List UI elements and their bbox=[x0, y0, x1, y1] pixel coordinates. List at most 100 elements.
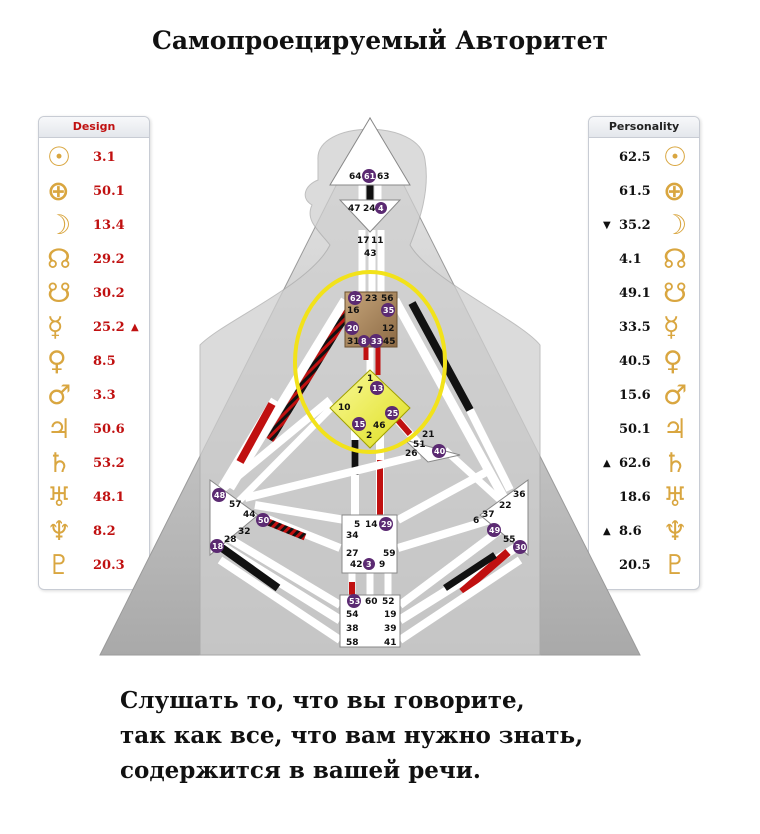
mars-icon: ♂ bbox=[663, 380, 688, 411]
design-value: 13.4 bbox=[93, 218, 125, 233]
mercury-icon: ☿ bbox=[663, 312, 680, 343]
gate-54: 54 bbox=[346, 610, 359, 620]
caption-line-2: так как все, что вам нужно знать, bbox=[120, 722, 584, 749]
personality-row: ☋ 49.1 bbox=[589, 277, 699, 311]
pluto-icon: ♇ bbox=[47, 550, 72, 581]
personality-value: 62.5 bbox=[619, 150, 651, 165]
design-row: ☋ 30.2 bbox=[39, 277, 149, 311]
personality-value: 61.5 bbox=[619, 184, 651, 199]
design-panel: Design ☉3.1⊕50.1☽13.4☊29.2☋30.2☿25.2▲♀8.… bbox=[38, 116, 150, 590]
personality-row: ♀40.5 bbox=[589, 345, 699, 379]
gate-60: 60 bbox=[365, 597, 378, 607]
design-panel-header: Design bbox=[39, 117, 149, 138]
design-row: ♇20.3 bbox=[39, 549, 149, 583]
head-center bbox=[329, 117, 411, 186]
design-value: 48.1 bbox=[93, 490, 125, 505]
gate-3: 3 bbox=[366, 560, 372, 569]
gate-52: 52 bbox=[382, 597, 395, 607]
design-value: 29.2 bbox=[93, 252, 125, 267]
gate-23: 23 bbox=[365, 294, 378, 304]
personality-row: ♂ 15.6 bbox=[589, 379, 699, 413]
gate-19: 19 bbox=[384, 610, 397, 620]
gate-44: 44 bbox=[243, 510, 256, 520]
detriment-triangle-icon: ▼ bbox=[603, 220, 611, 231]
personality-row: ☽35.2▼ bbox=[589, 209, 699, 243]
exalted-triangle-icon: ▲ bbox=[131, 322, 139, 333]
personality-value: 62.6 bbox=[619, 456, 651, 471]
personality-value: 49.1 bbox=[619, 286, 651, 301]
design-row: ♆ 8.2 bbox=[39, 515, 149, 549]
south-node-icon: ☋ bbox=[663, 278, 687, 309]
venus-icon: ♀ bbox=[47, 346, 67, 377]
gate-61: 61 bbox=[364, 172, 376, 181]
gate-56: 56 bbox=[381, 294, 394, 304]
personality-value: 50.1 bbox=[619, 422, 651, 437]
personality-value: 8.6 bbox=[619, 524, 642, 539]
gate-37: 37 bbox=[482, 510, 495, 520]
throat-g-highlight-ring bbox=[293, 270, 447, 454]
gate-10: 10 bbox=[338, 403, 351, 413]
gate-49: 49 bbox=[489, 526, 501, 535]
gate-64: 64 bbox=[349, 172, 362, 182]
gate-59: 59 bbox=[383, 549, 396, 559]
gate-15: 15 bbox=[354, 420, 366, 429]
exalted-triangle-icon: ▲ bbox=[603, 458, 611, 469]
saturn-icon: ♄ bbox=[47, 448, 72, 479]
page-title: Самопроецируемый Авторитет bbox=[151, 26, 609, 55]
gate-63: 63 bbox=[377, 172, 390, 182]
personality-row: ♇20.5 bbox=[589, 549, 699, 583]
gate-46: 46 bbox=[373, 421, 386, 431]
mars-icon: ♂ bbox=[47, 380, 72, 411]
gate-7: 7 bbox=[357, 386, 363, 396]
neptune-icon: ♆ bbox=[663, 516, 688, 547]
gate-53: 53 bbox=[349, 597, 360, 606]
caption: Слушать то, что вы говорите, так как все… bbox=[120, 683, 583, 788]
design-value: 3.3 bbox=[93, 388, 116, 403]
sun-icon: ☉ bbox=[663, 142, 688, 173]
gate-30: 30 bbox=[515, 543, 527, 552]
design-value: 8.2 bbox=[93, 524, 116, 539]
gate-55: 55 bbox=[503, 535, 516, 545]
design-row: ☽ 13.4 bbox=[39, 209, 149, 243]
personality-value: 33.5 bbox=[619, 320, 651, 335]
neptune-icon: ♆ bbox=[47, 516, 72, 547]
personality-value: 35.2 bbox=[619, 218, 651, 233]
gate-48: 48 bbox=[214, 491, 226, 500]
g-center bbox=[329, 369, 411, 449]
personality-row: ☿ 33.5 bbox=[589, 311, 699, 345]
personality-row: ☉ 62.5 bbox=[589, 141, 699, 175]
gate-2: 2 bbox=[366, 431, 372, 441]
gate-28: 28 bbox=[224, 535, 237, 545]
personality-panel: Personality ☉62.5⊕61.5☽35.2▼☊4.1☋49.1☿33… bbox=[588, 116, 700, 590]
gate-32: 32 bbox=[238, 527, 251, 537]
gate-labels: 64 61 63 47 24 4 17 11 43 62 23 56 16 35… bbox=[210, 169, 527, 648]
sun-icon: ☉ bbox=[47, 142, 72, 173]
gate-25: 25 bbox=[387, 409, 399, 418]
south-node-icon: ☋ bbox=[47, 278, 71, 309]
design-row: ♃50.6 bbox=[39, 413, 149, 447]
gate-6: 6 bbox=[473, 516, 479, 526]
personality-value: 18.6 bbox=[619, 490, 651, 505]
personality-value: 4.1 bbox=[619, 252, 642, 267]
design-value: 30.2 bbox=[93, 286, 125, 301]
gate-47: 47 bbox=[348, 204, 361, 214]
design-row: ⊕50.1 bbox=[39, 175, 149, 209]
gate-50: 50 bbox=[258, 516, 270, 525]
gate-33: 33 bbox=[371, 337, 382, 346]
personality-row: ♅18.6 bbox=[589, 481, 699, 515]
gate-13: 13 bbox=[372, 384, 383, 393]
personality-value: 15.6 bbox=[619, 388, 651, 403]
caption-line-3: содержится в вашей речи. bbox=[120, 757, 481, 784]
personality-row: ☊4.1 bbox=[589, 243, 699, 277]
gate-20: 20 bbox=[347, 324, 359, 333]
moon-icon: ☽ bbox=[47, 210, 72, 241]
personality-row: ♆8.6▲ bbox=[589, 515, 699, 549]
design-row: ♄53.2 bbox=[39, 447, 149, 481]
gate-29: 29 bbox=[381, 520, 393, 529]
gate-40: 40 bbox=[434, 447, 446, 456]
personality-row: ♄62.6▲ bbox=[589, 447, 699, 481]
gate-45: 45 bbox=[383, 337, 396, 347]
gate-26: 26 bbox=[405, 449, 418, 459]
design-value: 50.1 bbox=[93, 184, 125, 199]
gate-57: 57 bbox=[229, 500, 242, 510]
